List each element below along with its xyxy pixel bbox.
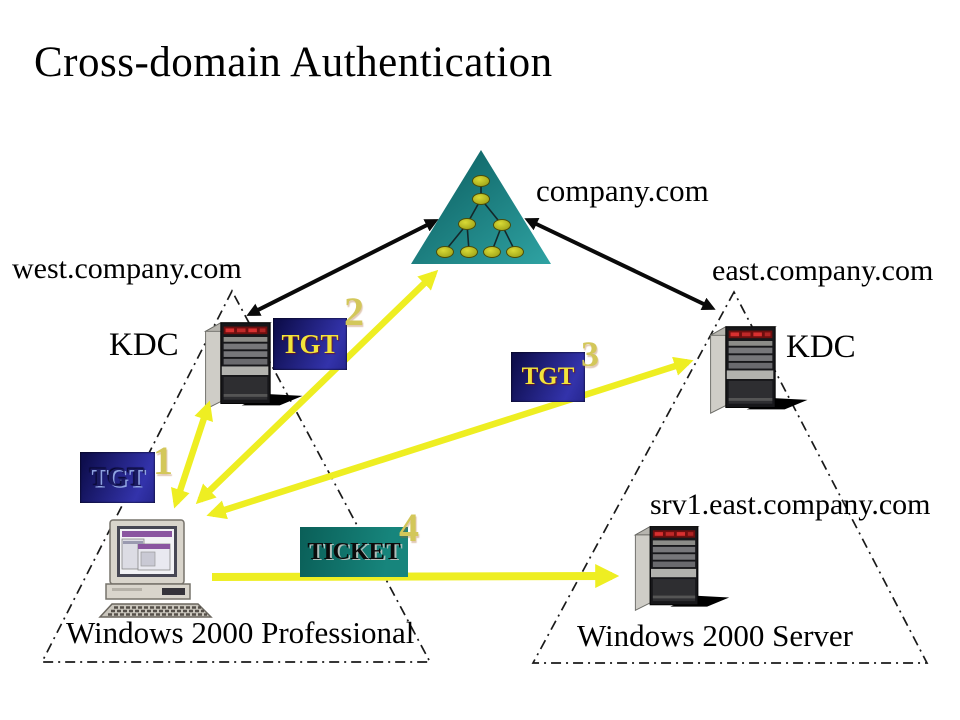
client-computer-icon bbox=[98, 518, 213, 619]
tgt-box-client: TGT bbox=[80, 452, 155, 503]
member-server-fqdn-label: srv1.east.company.com bbox=[650, 488, 931, 521]
arrow-step-1 bbox=[171, 400, 213, 509]
step-number-4: 4 bbox=[399, 505, 419, 550]
tgt-box-west: TGT bbox=[273, 318, 347, 370]
page-title: Cross-domain Authentication bbox=[34, 39, 553, 86]
east-domain-outline bbox=[531, 290, 929, 664]
client-caption: Windows 2000 Professional bbox=[66, 615, 415, 650]
root-domain-tree-icon bbox=[411, 150, 551, 264]
west-domain-label: west.company.com bbox=[12, 252, 242, 285]
east-domain-label: east.company.com bbox=[712, 254, 934, 287]
step-number-3: 3 bbox=[581, 334, 599, 374]
step-number-1: 1 bbox=[153, 438, 173, 483]
trust-arrow-east bbox=[524, 217, 716, 311]
server-caption: Windows 2000 Server bbox=[577, 618, 853, 653]
arrow-step-3 bbox=[206, 356, 694, 520]
tgt-box-middle: TGT bbox=[511, 352, 585, 402]
ticket-box: TICKET bbox=[300, 527, 408, 577]
auth-arrows bbox=[171, 269, 694, 589]
west-kdc-label: KDC bbox=[109, 327, 179, 363]
arrow-step-4 bbox=[211, 564, 620, 589]
member-server-icon bbox=[634, 526, 730, 611]
step-number-2: 2 bbox=[344, 289, 364, 334]
root-domain-label: company.com bbox=[536, 173, 709, 208]
east-kdc-label: KDC bbox=[786, 329, 856, 365]
